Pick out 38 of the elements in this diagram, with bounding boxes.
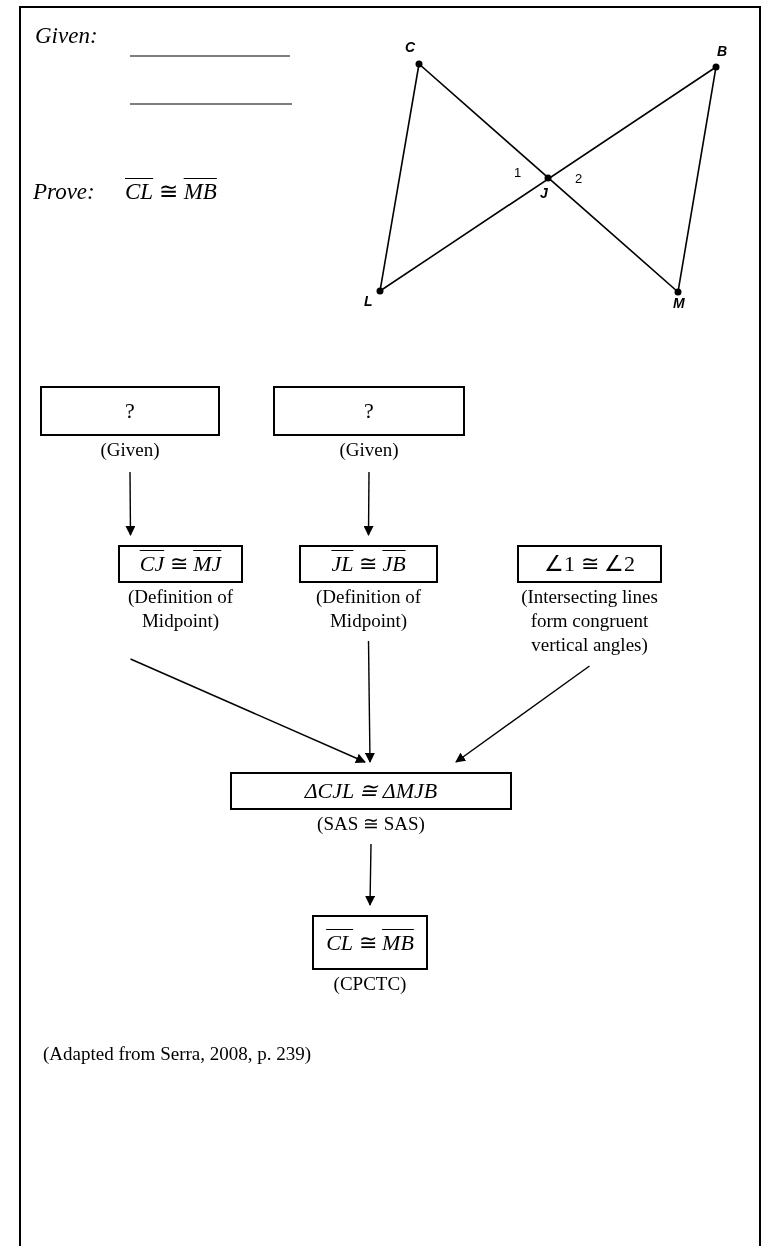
reason-text: (Given) — [99, 438, 161, 462]
statement-text: ? — [125, 397, 135, 425]
statement-text: ∠1 ≅ ∠2 — [544, 550, 635, 578]
arrow — [129, 658, 366, 763]
caption: (Adapted from Serra, 2008, p. 239) — [43, 1042, 312, 1066]
statement-text: ? — [364, 397, 374, 425]
reason-text: (Definition of Midpoint) — [315, 585, 422, 633]
arrow — [125, 471, 136, 536]
arrow — [363, 471, 374, 536]
reason-text: (SAS ≅ SAS) — [316, 812, 426, 836]
point-label: L — [364, 294, 373, 308]
arrow — [365, 843, 376, 906]
statement-text: Given: — [35, 24, 98, 47]
statement-box — [312, 915, 428, 970]
point-label: C — [405, 40, 416, 54]
statement-box — [517, 545, 662, 583]
statement-text: JL ≅ JB — [331, 550, 406, 578]
angle-label: 2 — [575, 172, 583, 185]
statement-text: CL ≅ MB — [326, 928, 414, 957]
reason-text: (Intersecting lines form congruent vertical angles) — [520, 585, 659, 657]
statement-box — [299, 545, 438, 583]
angle-label: 1 — [514, 166, 522, 179]
statement-box — [118, 545, 243, 583]
point-label: B — [717, 44, 728, 58]
statement-text: CL ≅ MB — [125, 180, 217, 203]
point-label: M — [673, 296, 685, 310]
statement-text: CJ ≅ MJ — [139, 550, 222, 578]
reason-text: (CPCTC) — [332, 972, 408, 996]
arrow — [455, 665, 591, 763]
statement-text: ΔCJL ≅ ΔMJB — [304, 777, 438, 805]
point-label: J — [540, 186, 548, 200]
reason-text: (Given) — [338, 438, 400, 462]
statement-box — [40, 386, 220, 436]
statement-text: Prove: — [33, 180, 95, 203]
reason-text: (Definition of Midpoint) — [127, 585, 234, 633]
statement-box — [273, 386, 465, 436]
arrow — [364, 640, 375, 763]
statement-box — [230, 772, 512, 810]
